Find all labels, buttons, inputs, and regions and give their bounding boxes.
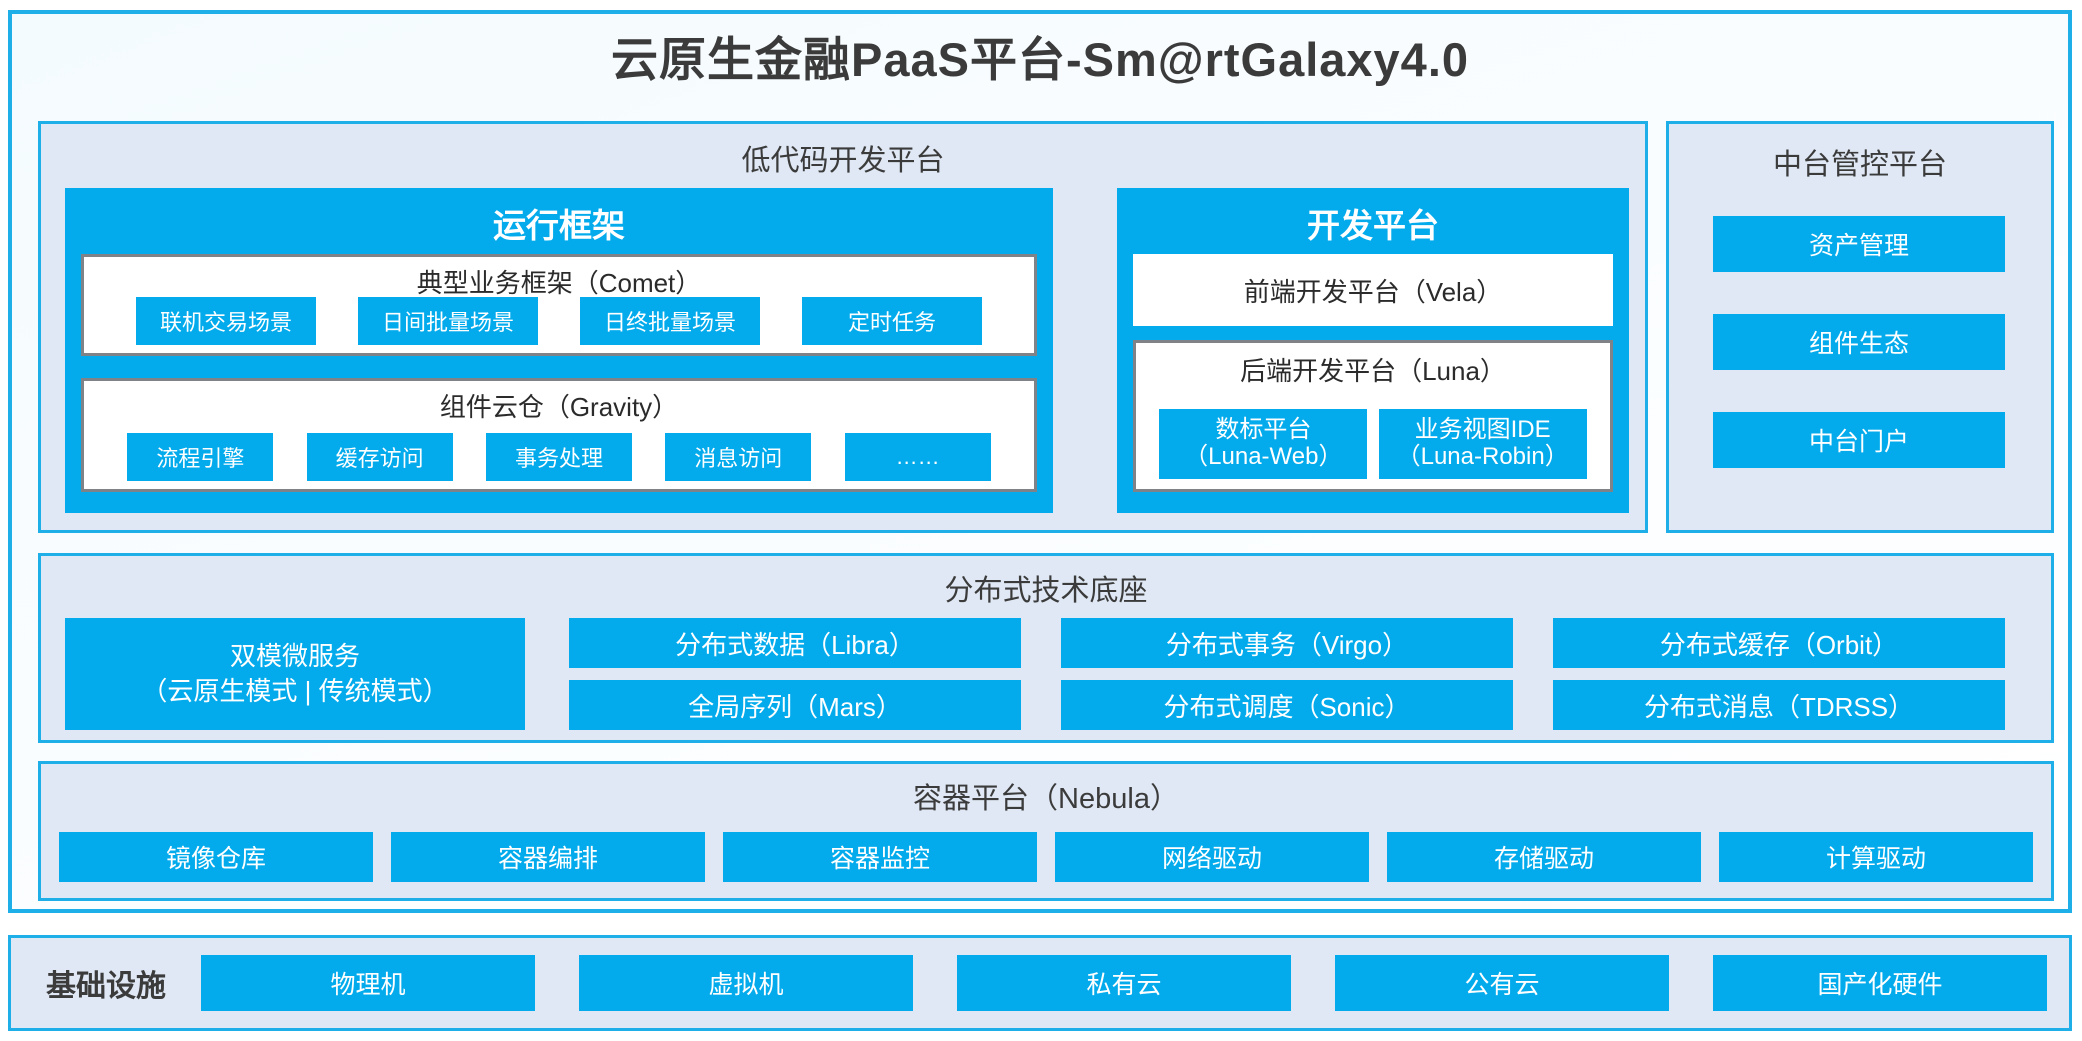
gravity-item-cache-access[interactable]: 缓存访问 [306, 433, 453, 481]
midplatform-control-panel: 中台管控平台 资产管理 组件生态 中台门户 [1666, 121, 2054, 533]
comet-item-eod-batch[interactable]: 日终批量场景 [580, 297, 760, 345]
container-item-network-driver[interactable]: 网络驱动 [1055, 832, 1369, 882]
dual-mode-line1: 双模微服务 [229, 640, 360, 671]
midctrl-item-portal[interactable]: 中台门户 [1713, 412, 2005, 468]
dev-platform-title: 开发平台 [1307, 207, 1439, 244]
luna-item-luna-robin[interactable]: 业务视图IDE （Luna-Robin） [1378, 409, 1587, 479]
distributed-base-title: 分布式技术底座 [944, 575, 1148, 607]
distributed-col-2: 分布式事务（Virgo） 分布式调度（Sonic） [1061, 618, 1513, 730]
luna-backend-box: 后端开发平台（Luna） 数标平台 （Luna-Web） 业务视图IDE （Lu… [1133, 340, 1613, 492]
container-item-image-registry[interactable]: 镜像仓库 [59, 832, 373, 882]
gravity-box: 组件云仓（Gravity） 流程引擎 缓存访问 事务处理 消息访问 …… [81, 378, 1037, 492]
infra-item-private-cloud[interactable]: 私有云 [957, 955, 1291, 1011]
luna-web-name: 数标平台 [1215, 416, 1312, 444]
midctrl-item-asset-management[interactable]: 资产管理 [1713, 216, 2005, 272]
comet-chip-row: 联机交易场景 日间批量场景 日终批量场景 定时任务 [84, 297, 1034, 345]
container-platform-panel: 容器平台（Nebula） 镜像仓库 容器编排 容器监控 网络驱动 存储驱动 计算… [38, 761, 2054, 901]
comet-item-scheduled-task[interactable]: 定时任务 [802, 297, 982, 345]
distributed-col-1: 分布式数据（Libra） 全局序列（Mars） [569, 618, 1021, 730]
dist-item-libra[interactable]: 分布式数据（Libra） [569, 618, 1021, 668]
dist-item-orbit[interactable]: 分布式缓存（Orbit） [1553, 618, 2005, 668]
gravity-title: 组件云仓（Gravity） [439, 391, 679, 422]
gravity-item-message-access[interactable]: 消息访问 [665, 433, 812, 481]
container-item-compute-driver[interactable]: 计算驱动 [1719, 832, 2033, 882]
container-item-monitoring[interactable]: 容器监控 [723, 832, 1037, 882]
luna-title: 后端开发平台（Luna） [1240, 355, 1506, 386]
infrastructure-label: 基础设施 [46, 970, 166, 1003]
comet-title: 典型业务框架（Comet） [416, 267, 702, 298]
container-item-orchestration[interactable]: 容器编排 [391, 832, 705, 882]
luna-chip-row: 数标平台 （Luna-Web） 业务视图IDE （Luna-Robin） [1136, 409, 1610, 479]
gravity-item-more[interactable]: …… [844, 433, 991, 481]
luna-item-luna-web[interactable]: 数标平台 （Luna-Web） [1159, 409, 1368, 479]
infra-item-public-cloud[interactable]: 公有云 [1335, 955, 1669, 1011]
dist-item-sonic[interactable]: 分布式调度（Sonic） [1061, 680, 1513, 730]
container-chip-row: 镜像仓库 容器编排 容器监控 网络驱动 存储驱动 计算驱动 [59, 832, 2033, 882]
infrastructure-chip-row: 物理机 虚拟机 私有云 公有云 国产化硬件 [201, 955, 2069, 1011]
dual-mode-line2: （云原生模式 | 传统模式） [141, 676, 449, 706]
infra-item-virtual-machine[interactable]: 虚拟机 [579, 955, 913, 1011]
container-platform-title: 容器平台（Nebula） [913, 783, 1179, 815]
run-framework-title: 运行框架 [493, 207, 625, 244]
container-item-storage-driver[interactable]: 存储驱动 [1387, 832, 1701, 882]
lowcode-platform-panel: 低代码开发平台 运行框架 典型业务框架（Comet） 联机交易场景 日间批量场景… [38, 121, 1648, 533]
comet-item-online-trade[interactable]: 联机交易场景 [136, 297, 316, 345]
gravity-chip-row: 流程引擎 缓存访问 事务处理 消息访问 …… [84, 433, 1034, 481]
run-framework-section: 运行框架 典型业务框架（Comet） 联机交易场景 日间批量场景 日终批量场景 … [65, 188, 1053, 513]
gravity-item-transaction[interactable]: 事务处理 [485, 433, 632, 481]
luna-robin-name: 业务视图IDE [1414, 416, 1551, 444]
infra-item-physical-machine[interactable]: 物理机 [201, 955, 535, 1011]
infra-item-domestic-hardware[interactable]: 国产化硬件 [1713, 955, 2047, 1011]
dist-item-tdrss[interactable]: 分布式消息（TDRSS） [1553, 680, 2005, 730]
gravity-item-process-engine[interactable]: 流程引擎 [127, 433, 274, 481]
distributed-col-3: 分布式缓存（Orbit） 分布式消息（TDRSS） [1553, 618, 2005, 730]
lowcode-platform-title: 低代码开发平台 [741, 145, 945, 177]
distributed-base-panel: 分布式技术底座 双模微服务 （云原生模式 | 传统模式） 分布式数据（Libra… [38, 553, 2054, 743]
infrastructure-bar: 基础设施 物理机 虚拟机 私有云 公有云 国产化硬件 [8, 935, 2072, 1031]
page-title: 云原生金融PaaS平台-Sm@rtGalaxy4.0 [610, 32, 1470, 86]
dual-mode-microservice-box[interactable]: 双模微服务 （云原生模式 | 传统模式） [65, 618, 525, 730]
dist-item-virgo[interactable]: 分布式事务（Virgo） [1061, 618, 1513, 668]
comet-item-daytime-batch[interactable]: 日间批量场景 [358, 297, 538, 345]
luna-web-code: （Luna-Web） [1184, 443, 1343, 470]
midctrl-item-component-ecosystem[interactable]: 组件生态 [1713, 314, 2005, 370]
comet-box: 典型业务框架（Comet） 联机交易场景 日间批量场景 日终批量场景 定时任务 [81, 254, 1037, 356]
dev-platform-section: 开发平台 前端开发平台（Vela） 后端开发平台（Luna） 数标平台 （Lun… [1117, 188, 1629, 513]
vela-frontend-box[interactable]: 前端开发平台（Vela） [1133, 254, 1613, 326]
midplatform-control-title: 中台管控平台 [1772, 149, 1947, 181]
dist-item-mars[interactable]: 全局序列（Mars） [569, 680, 1021, 730]
luna-robin-code: （Luna-Robin） [1396, 443, 1569, 470]
